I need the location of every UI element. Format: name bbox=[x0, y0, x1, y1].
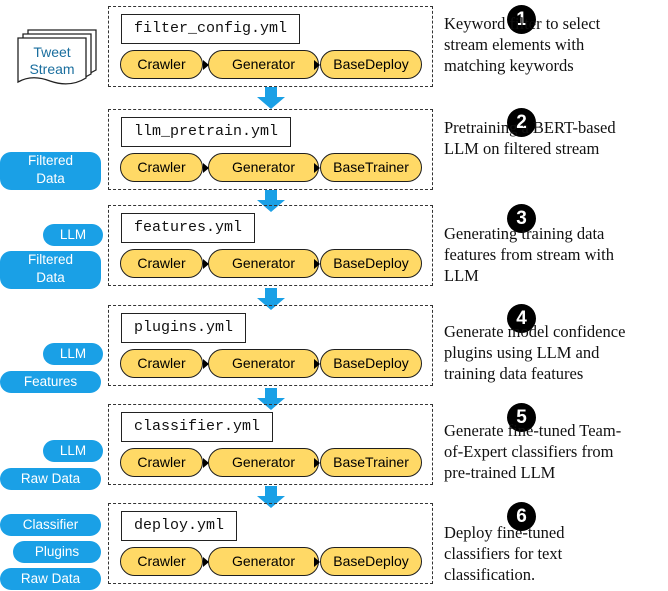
generator-step: Generator bbox=[208, 50, 319, 79]
generator-step: Generator bbox=[208, 448, 319, 477]
input-tag-filtered-data: Filtered Data bbox=[0, 152, 101, 190]
step-arrow-icon bbox=[314, 359, 320, 369]
config-file: llm_pretrain.yml bbox=[121, 117, 292, 147]
step-arrow-icon bbox=[203, 458, 209, 468]
config-file: filter_config.yml bbox=[121, 14, 301, 44]
down-arrow-icon bbox=[257, 87, 285, 109]
crawler-step: Crawler bbox=[120, 249, 203, 278]
generator-step: Generator bbox=[208, 547, 319, 576]
crawler-step: Crawler bbox=[120, 547, 203, 576]
tweet-stream-document-icon bbox=[17, 29, 97, 85]
deploy-step: BaseDeploy bbox=[320, 349, 422, 378]
down-arrow-icon bbox=[257, 486, 285, 508]
tweet-stream-label: Tweet Stream bbox=[29, 44, 75, 77]
generator-step: Generator bbox=[208, 249, 319, 278]
stage-number-badge: 3 bbox=[507, 204, 536, 233]
input-tag-llm: LLM bbox=[43, 343, 103, 365]
stage-number-badge: 4 bbox=[507, 304, 536, 333]
crawler-step: Crawler bbox=[120, 448, 203, 477]
generator-step: Generator bbox=[208, 153, 319, 182]
stage-number-badge: 5 bbox=[507, 403, 536, 432]
stage-number-badge: 2 bbox=[507, 108, 536, 137]
crawler-step: Crawler bbox=[120, 153, 203, 182]
generator-step: Generator bbox=[208, 349, 319, 378]
input-tag-features: Features bbox=[0, 371, 101, 393]
step-arrow-icon bbox=[203, 60, 209, 70]
input-tag-classifier: Classifier bbox=[0, 514, 101, 536]
input-tag-llm: LLM bbox=[43, 440, 103, 462]
stage-description: Keyword filter to select stream elements… bbox=[444, 14, 601, 75]
step-arrow-icon bbox=[203, 163, 209, 173]
step-arrow-icon bbox=[314, 163, 320, 173]
config-file: plugins.yml bbox=[121, 313, 247, 343]
input-tag-raw-data: Raw Data bbox=[0, 468, 101, 490]
step-arrow-icon bbox=[203, 557, 209, 567]
stage-6: deploy.yml Crawler Generator BaseDeploy … bbox=[108, 502, 536, 584]
step-arrow-icon bbox=[314, 259, 320, 269]
step-arrow-icon bbox=[203, 259, 209, 269]
down-arrow-icon bbox=[257, 388, 285, 410]
input-tag-filtered-data: Filtered Data bbox=[0, 251, 101, 289]
deploy-step: BaseDeploy bbox=[320, 547, 422, 576]
stage-description: Generate model confidence plugins using … bbox=[444, 322, 626, 383]
crawler-step: Crawler bbox=[120, 50, 203, 79]
stage-5: classifier.yml Crawler Generator BaseTra… bbox=[108, 403, 536, 485]
trainer-step: BaseTrainer bbox=[320, 448, 422, 477]
deploy-step: BaseDeploy bbox=[320, 249, 422, 278]
step-arrow-icon bbox=[203, 359, 209, 369]
step-arrow-icon bbox=[314, 60, 320, 70]
input-tag-llm: LLM bbox=[43, 224, 103, 246]
stage-description: Generate fine-tuned Team- of-Expert clas… bbox=[444, 421, 622, 482]
stage-description: Generating training data features from s… bbox=[444, 224, 614, 285]
deploy-step: BaseDeploy bbox=[320, 50, 422, 79]
stage-4: plugins.yml Crawler Generator BaseDeploy… bbox=[108, 304, 536, 386]
input-tag-raw-data: Raw Data bbox=[0, 568, 101, 590]
config-file: features.yml bbox=[121, 213, 256, 243]
config-file: deploy.yml bbox=[121, 511, 238, 541]
config-file: classifier.yml bbox=[121, 412, 274, 442]
stage-1: filter_config.yml Crawler Generator Base… bbox=[108, 5, 536, 87]
stage-description: Pretraining a BERT-based LLM on filtered… bbox=[444, 118, 616, 158]
down-arrow-icon bbox=[257, 190, 285, 212]
trainer-step: BaseTrainer bbox=[320, 153, 422, 182]
crawler-step: Crawler bbox=[120, 349, 203, 378]
input-tag-plugins: Plugins bbox=[13, 541, 101, 563]
stage-number-badge: 6 bbox=[507, 502, 536, 531]
step-arrow-icon bbox=[314, 557, 320, 567]
stage-description: Deploy fine-tuned classifiers for text c… bbox=[444, 523, 565, 584]
stage-3: features.yml Crawler Generator BaseDeplo… bbox=[108, 204, 536, 286]
step-arrow-icon bbox=[314, 458, 320, 468]
down-arrow-icon bbox=[257, 288, 285, 310]
stage-2: llm_pretrain.yml Crawler Generator BaseT… bbox=[108, 108, 536, 190]
stage-number-badge: 1 bbox=[507, 5, 536, 34]
